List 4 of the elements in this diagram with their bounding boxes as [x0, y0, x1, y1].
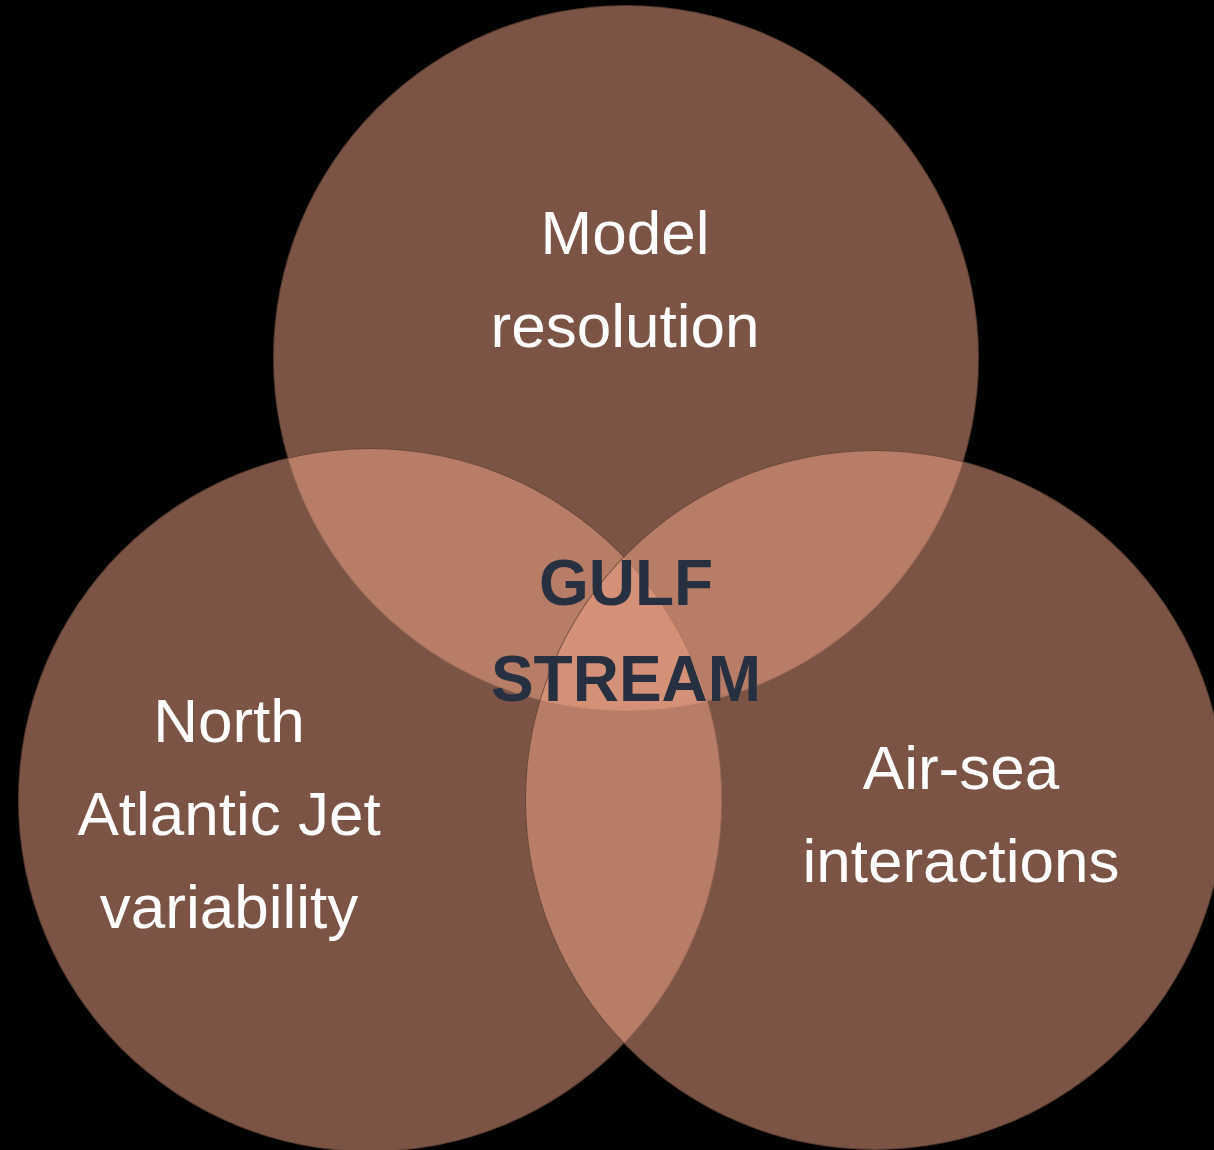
circle-label: Air-sea interactions — [801, 732, 1121, 897]
center-label: GULF STREAM — [489, 546, 763, 717]
circle-label: North Atlantic Jet variability — [76, 685, 382, 943]
circle-label: Model resolution — [489, 197, 761, 362]
